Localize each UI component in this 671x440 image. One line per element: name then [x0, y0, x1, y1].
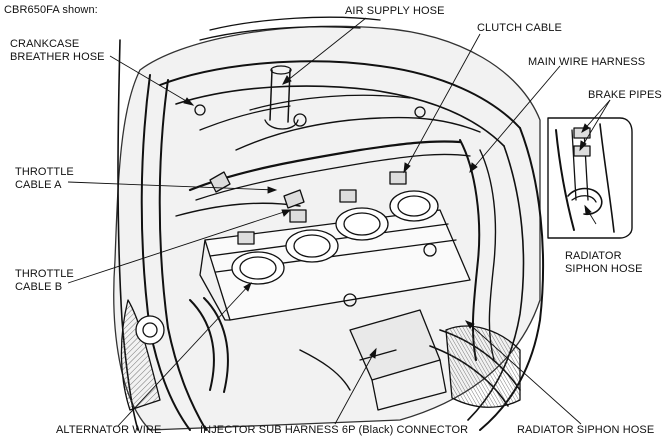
label-clutch-cable: CLUTCH CABLE: [477, 22, 562, 34]
label-line: CABLE B: [15, 281, 63, 293]
label-radiator-siphon-hose-inset: RADIATOR SIPHON HOSE: [565, 250, 643, 276]
label-line: THROTTLE: [15, 268, 74, 280]
label-air-supply-hose: AIR SUPPLY HOSE: [345, 5, 445, 17]
label-main-wire-harness: MAIN WIRE HARNESS: [528, 56, 646, 68]
label-injector-sub-harness: INJECTOR SUB HARNESS 6P (Black) CONNECTO…: [200, 424, 469, 436]
leader-lines: [67, 17, 611, 427]
label-alternator-wire: ALTERNATOR WIRE: [56, 424, 162, 436]
inset-brake-pipes: [547, 117, 633, 239]
label-throttle-cable-a: THROTTLE CABLE A: [15, 166, 74, 192]
label-line: CRANKCASE: [10, 38, 80, 50]
label-throttle-cable-b: THROTTLE CABLE B: [15, 268, 74, 294]
label-radiator-siphon-hose-bottom: RADIATOR SIPHON HOSE: [517, 424, 655, 436]
label-line: RADIATOR: [565, 250, 622, 262]
label-line: BREATHER HOSE: [10, 51, 105, 63]
label-line: SIPHON HOSE: [565, 263, 643, 275]
diagram-caption: CBR650FA shown:: [4, 4, 98, 16]
label-line: CABLE A: [15, 179, 62, 191]
label-crankcase-breather-hose: CRANKCASE BREATHER HOSE: [10, 38, 105, 64]
label-brake-pipes: BRAKE PIPES: [588, 89, 662, 101]
label-line: THROTTLE: [15, 166, 74, 178]
